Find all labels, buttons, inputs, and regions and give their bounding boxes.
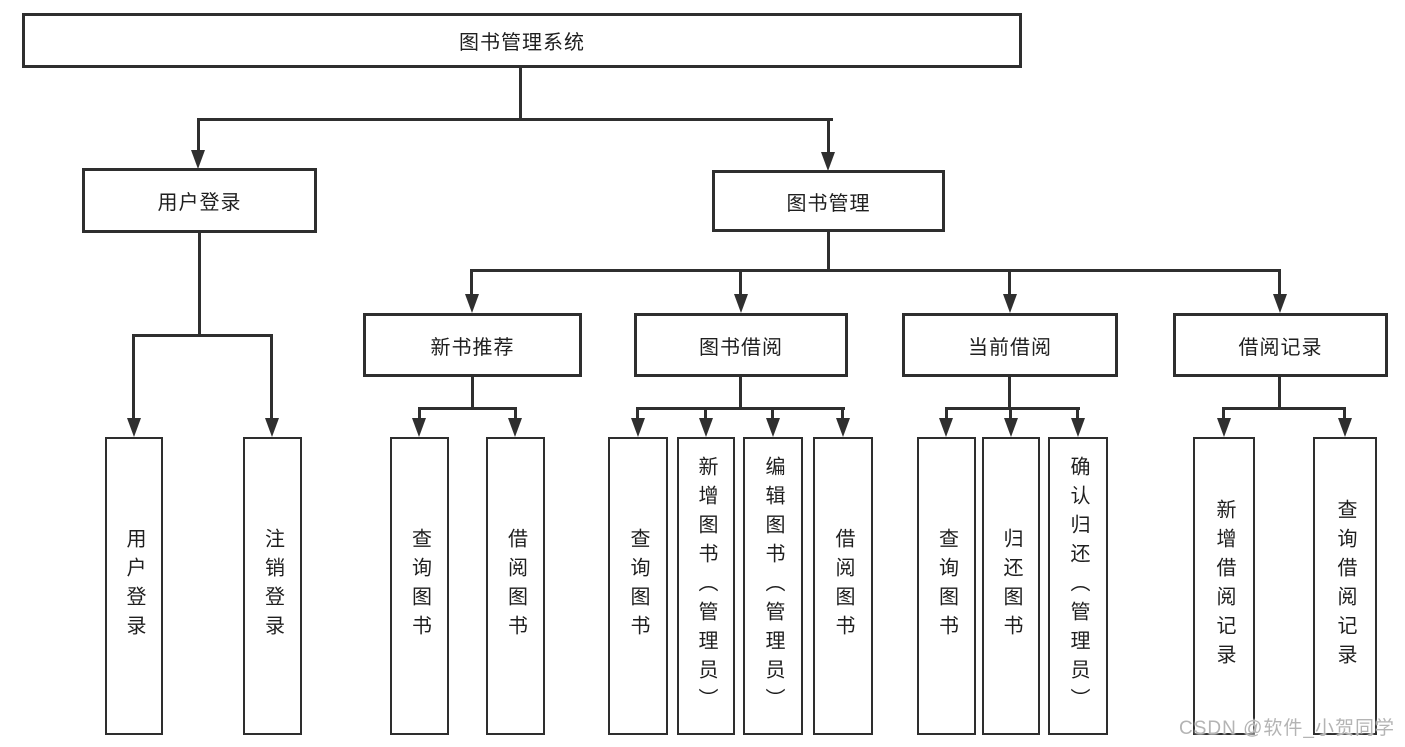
arrowhead-down-icon	[821, 152, 835, 171]
arrowhead-down-icon	[766, 418, 780, 437]
leaf-add-books-admin-label: 新增图书（管理员）	[695, 455, 717, 717]
leaf-confirm-return-admin-label: 确认归还（管理员）	[1067, 455, 1089, 717]
connector-line	[132, 334, 273, 337]
node-book-management-label: 图书管理	[786, 192, 871, 215]
leaf-query-books-1-label: 查询图书	[408, 528, 431, 644]
leaf-add-books-admin: 新增图书（管理员）	[677, 437, 735, 735]
arrowhead-down-icon	[734, 294, 748, 313]
connector-line	[470, 269, 473, 297]
connector-line	[1278, 269, 1281, 297]
node-current-borrowing-label: 当前借阅	[968, 336, 1052, 359]
arrowhead-down-icon	[465, 294, 479, 313]
leaf-query-books-3: 查询图书	[917, 437, 976, 735]
connector-line	[471, 377, 474, 410]
arrowhead-down-icon	[1004, 418, 1018, 437]
arrowhead-down-icon	[1071, 418, 1085, 437]
arrowhead-down-icon	[1003, 294, 1017, 313]
node-new-book-recommend: 新书推荐	[363, 313, 582, 377]
arrowhead-down-icon	[191, 150, 205, 169]
node-root: 图书管理系统	[22, 13, 1022, 68]
leaf-confirm-return-admin: 确认归还（管理员）	[1048, 437, 1108, 735]
leaf-user-login-label: 用户登录	[123, 528, 145, 644]
csdn-watermark: CSDN @软件_小贺同学	[1179, 718, 1395, 739]
node-book-management: 图书管理	[712, 170, 945, 232]
leaf-return-books-label: 归还图书	[1000, 528, 1022, 644]
connector-line	[471, 269, 1281, 272]
node-current-borrowing: 当前借阅	[902, 313, 1118, 377]
connector-line	[270, 334, 273, 420]
arrowhead-down-icon	[127, 418, 141, 437]
leaf-logout-label: 注销登录	[261, 528, 284, 644]
leaf-query-borrow-record-label: 查询借阅记录	[1334, 499, 1356, 673]
node-user-login: 用户登录	[82, 168, 317, 233]
connector-line	[827, 232, 830, 272]
connector-line	[1222, 407, 1225, 421]
node-borrowing-records: 借阅记录	[1173, 313, 1388, 377]
connector-line	[519, 68, 522, 121]
arrowhead-down-icon	[1217, 418, 1231, 437]
leaf-add-borrow-record-label: 新增借阅记录	[1213, 499, 1235, 673]
connector-line	[1222, 407, 1346, 410]
leaf-borrow-books-1-label: 借阅图书	[504, 528, 527, 644]
leaf-borrow-books-2: 借阅图书	[813, 437, 873, 735]
node-root-label: 图书管理系统	[459, 32, 585, 54]
leaf-add-borrow-record: 新增借阅记录	[1193, 437, 1255, 735]
arrowhead-down-icon	[1273, 294, 1287, 313]
leaf-return-books: 归还图书	[982, 437, 1040, 735]
leaf-query-borrow-record: 查询借阅记录	[1313, 437, 1377, 735]
connector-line	[771, 407, 774, 421]
connector-line	[418, 407, 421, 421]
connector-line	[197, 118, 200, 152]
node-new-book-recommend-label: 新书推荐	[430, 336, 515, 359]
leaf-query-books-3-label: 查询图书	[935, 528, 958, 644]
leaf-borrow-books-2-label: 借阅图书	[832, 528, 854, 644]
connector-line	[827, 118, 830, 152]
connector-line	[704, 407, 707, 421]
connector-line	[636, 407, 639, 421]
arrowhead-down-icon	[836, 418, 850, 437]
leaf-borrow-books-1: 借阅图书	[486, 437, 545, 735]
leaf-query-books-2: 查询图书	[608, 437, 668, 735]
connector-line	[197, 118, 833, 121]
leaf-edit-books-admin: 编辑图书（管理员）	[743, 437, 803, 735]
connector-line	[945, 407, 948, 421]
leaf-user-login: 用户登录	[105, 437, 163, 735]
arrowhead-down-icon	[1338, 418, 1352, 437]
connector-line	[132, 334, 135, 420]
connector-line	[1008, 377, 1011, 410]
leaf-edit-books-admin-label: 编辑图书（管理员）	[762, 455, 784, 717]
connector-line	[739, 377, 742, 410]
connector-line	[945, 407, 1080, 410]
node-book-borrowing: 图书借阅	[634, 313, 848, 377]
node-user-login-label: 用户登录	[157, 192, 242, 214]
connector-line	[841, 407, 844, 421]
connector-line	[739, 269, 742, 297]
arrowhead-down-icon	[699, 418, 713, 437]
connector-line	[1076, 407, 1079, 421]
connector-line	[1008, 269, 1011, 297]
leaf-query-books-2-label: 查询图书	[627, 528, 649, 644]
node-book-borrowing-label: 图书借阅	[699, 336, 783, 359]
connector-line	[418, 407, 517, 410]
connector-line	[1343, 407, 1346, 421]
arrowhead-down-icon	[412, 418, 426, 437]
node-borrowing-records-label: 借阅记录	[1238, 336, 1323, 359]
leaf-query-books-1: 查询图书	[390, 437, 449, 735]
connector-line	[514, 407, 517, 421]
connector-line	[637, 407, 845, 410]
arrowhead-down-icon	[265, 418, 279, 437]
arrowhead-down-icon	[939, 418, 953, 437]
connector-line	[1278, 377, 1281, 410]
connector-line	[1009, 407, 1012, 421]
arrowhead-down-icon	[631, 418, 645, 437]
connector-line	[198, 233, 201, 337]
leaf-logout: 注销登录	[243, 437, 302, 735]
arrowhead-down-icon	[508, 418, 522, 437]
